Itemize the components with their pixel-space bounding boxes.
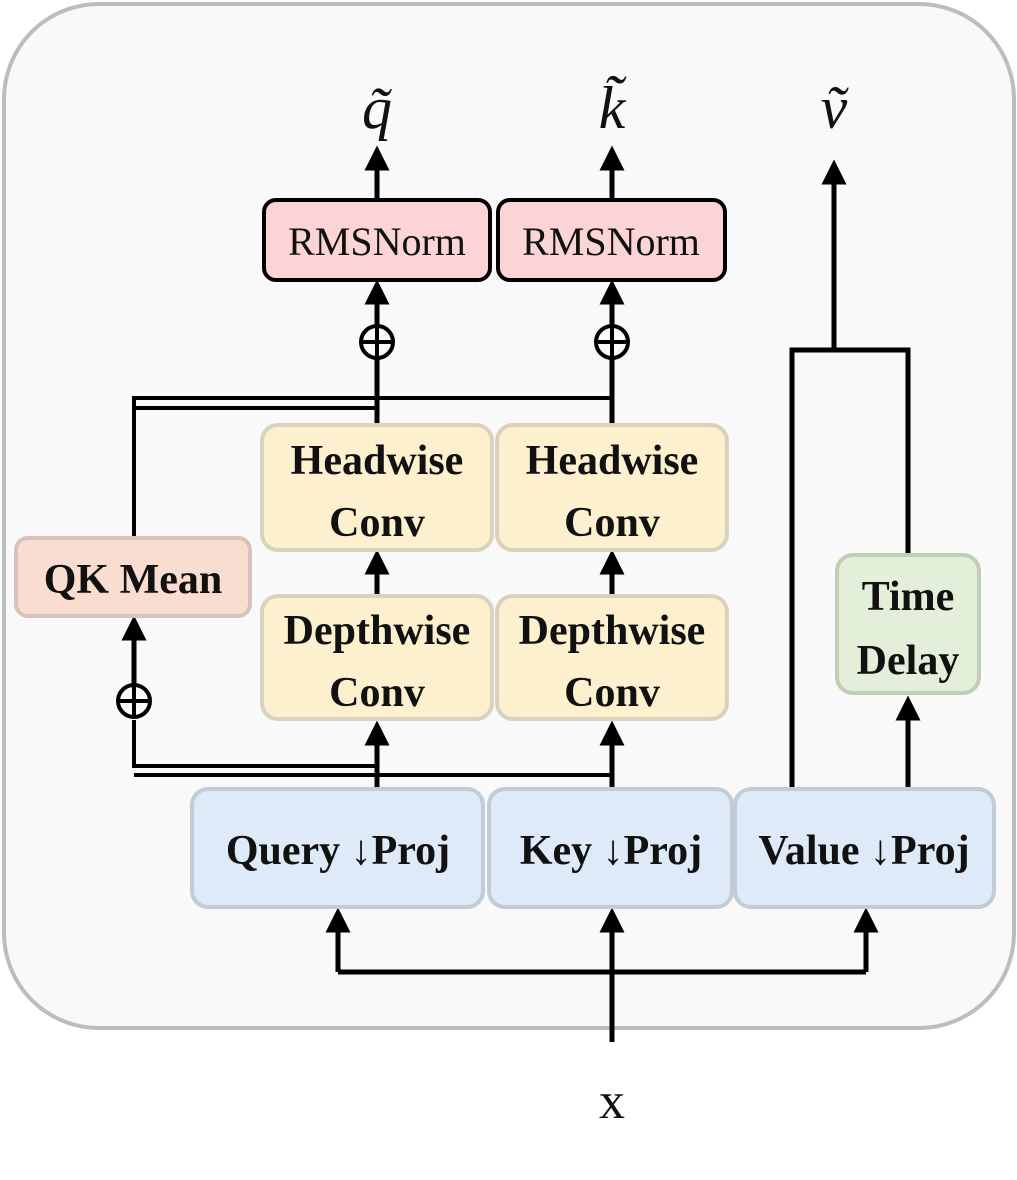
depthwise-conv-q-box: Depthwise Conv xyxy=(260,594,494,721)
depthwise-q-line2: Conv xyxy=(329,670,425,716)
value-proj-label: Value ↓Proj xyxy=(758,828,969,874)
headwise-conv-k-box: Headwise Conv xyxy=(495,423,729,552)
sum-nodes xyxy=(116,324,630,719)
rmsnorm-q-box: RMSNorm xyxy=(262,198,492,282)
rmsnorm-k-label: RMSNorm xyxy=(522,219,700,264)
k-sum-icon xyxy=(594,324,630,360)
q-branch-to-mean xyxy=(132,720,377,768)
time-delay-line2: Delay xyxy=(857,638,960,684)
headwise-conv-q-box: Headwise Conv xyxy=(260,423,494,552)
query-proj-box: Query ↓Proj xyxy=(190,787,485,909)
key-proj-box: Key ↓Proj xyxy=(487,787,734,909)
depthwise-conv-k-box: Depthwise Conv xyxy=(495,594,729,721)
depthwise-q-line1: Depthwise xyxy=(284,608,471,654)
time-delay-line1: Time xyxy=(862,574,955,620)
output-v-label: ṽ xyxy=(821,75,850,141)
query-proj-label: Query ↓Proj xyxy=(226,828,450,874)
value-bypass-line xyxy=(789,347,911,790)
key-proj-label: Key ↓Proj xyxy=(520,828,702,874)
qk-mean-label: QK Mean xyxy=(44,557,222,603)
connectors xyxy=(121,145,921,1042)
output-q-label: q̃ xyxy=(362,75,392,141)
qkmean-to-q-sum xyxy=(132,396,614,537)
headwise-k-line1: Headwise xyxy=(526,438,699,484)
headwise-q-line1: Headwise xyxy=(291,438,464,484)
q-sum-icon xyxy=(359,324,395,360)
output-k-label: k̃ xyxy=(599,75,627,141)
mean-sum-icon xyxy=(116,683,152,719)
qk-mean-box: QK Mean xyxy=(14,536,252,618)
headwise-q-line2: Conv xyxy=(329,500,425,546)
headwise-k-line2: Conv xyxy=(564,500,660,546)
value-proj-box: Value ↓Proj xyxy=(733,787,996,909)
depthwise-k-line2: Conv xyxy=(564,670,660,716)
rmsnorm-q-label: RMSNorm xyxy=(288,219,466,264)
time-delay-box: Time Delay xyxy=(835,553,981,695)
input-x-label: x xyxy=(599,1073,625,1130)
rmsnorm-k-box: RMSNorm xyxy=(496,198,727,282)
depthwise-k-line1: Depthwise xyxy=(519,608,706,654)
